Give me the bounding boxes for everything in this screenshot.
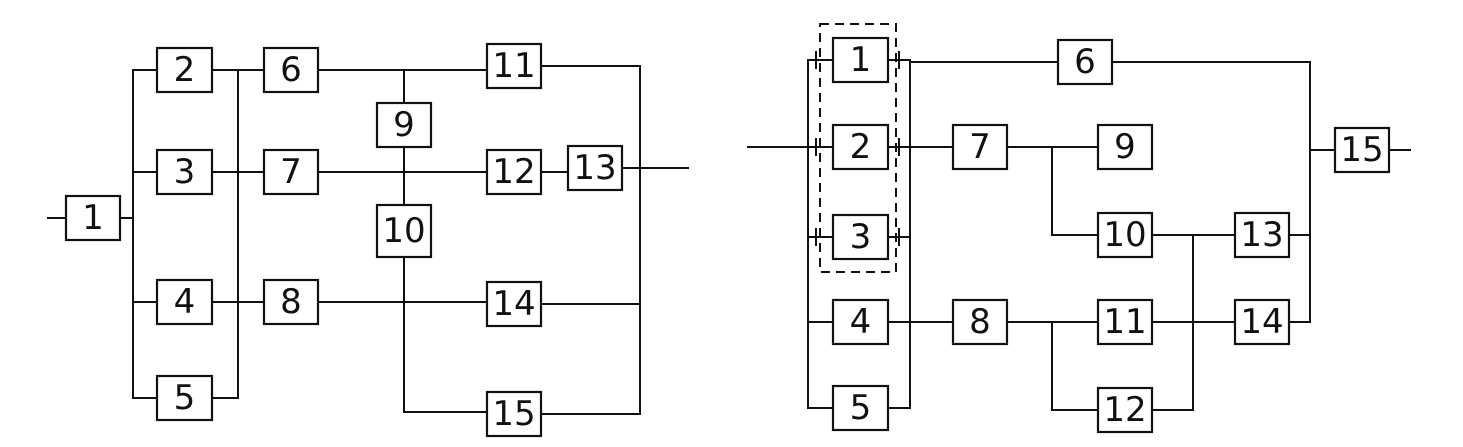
left-block-6: 6 (262, 46, 320, 94)
left-block-15-label: 15 (492, 394, 535, 434)
right-block-10-label: 10 (1103, 215, 1146, 255)
left-block-12: 12 (485, 148, 543, 196)
right-block-6: 6 (1056, 38, 1114, 86)
left-block-11: 11 (485, 42, 543, 90)
left-diagram: 1 2 3 4 5 6 7 8 9 10 11 12 13 14 15 (47, 42, 689, 438)
left-block-12-label: 12 (492, 152, 535, 192)
left-block-9: 9 (375, 101, 433, 149)
left-block-3: 3 (155, 148, 214, 196)
right-block-5-label: 5 (850, 388, 872, 428)
right-block-9: 9 (1096, 123, 1154, 171)
left-block-10: 10 (375, 203, 433, 259)
right-block-2: 2 (831, 123, 890, 171)
right-block-1-label: 1 (850, 40, 872, 80)
left-block-4-label: 4 (174, 282, 196, 322)
left-block-13: 13 (566, 144, 624, 192)
left-block-1: 1 (64, 194, 122, 242)
left-block-4: 4 (155, 278, 214, 326)
left-block-14: 14 (485, 280, 543, 328)
left-connection-lines (47, 65, 689, 415)
right-block-4: 4 (831, 298, 890, 346)
right-block-3-label: 3 (850, 217, 872, 257)
left-block-14-label: 14 (492, 284, 535, 324)
right-block-15: 15 (1333, 126, 1391, 174)
right-diagram: 1 2 3 4 5 6 7 8 9 10 11 12 13 14 15 (747, 23, 1411, 434)
left-block-2: 2 (155, 46, 214, 94)
left-block-6-label: 6 (280, 50, 302, 90)
right-block-2-label: 2 (850, 127, 872, 167)
left-block-8-label: 8 (280, 282, 302, 322)
right-block-8-label: 8 (969, 302, 991, 342)
left-block-13-label: 13 (573, 148, 616, 188)
right-block-12-label: 12 (1103, 390, 1146, 430)
right-block-14-label: 14 (1240, 302, 1283, 342)
left-block-10-label: 10 (382, 211, 425, 251)
right-connection-lines (747, 51, 1411, 411)
left-block-5: 5 (155, 374, 214, 422)
right-block-12: 12 (1096, 386, 1154, 434)
right-block-11-label: 11 (1103, 302, 1146, 342)
right-block-13: 13 (1233, 211, 1291, 259)
right-block-10: 10 (1096, 211, 1154, 259)
right-block-7: 7 (951, 123, 1009, 171)
dashed-group-1-2-3 (819, 23, 897, 273)
right-block-15-label: 15 (1340, 130, 1383, 170)
left-block-1-label: 1 (82, 198, 104, 238)
right-block-9-label: 9 (1114, 127, 1136, 167)
left-block-15: 15 (485, 390, 543, 438)
left-block-11-label: 11 (492, 46, 535, 86)
left-block-5-label: 5 (174, 378, 196, 418)
right-block-5: 5 (831, 384, 890, 432)
right-block-6-label: 6 (1074, 42, 1096, 82)
right-block-8: 8 (951, 298, 1009, 346)
left-block-2-label: 2 (174, 50, 196, 90)
right-block-13-label: 13 (1240, 215, 1283, 255)
right-block-1: 1 (831, 36, 890, 84)
left-block-7: 7 (262, 148, 320, 196)
right-block-11: 11 (1096, 298, 1154, 346)
left-block-9-label: 9 (393, 105, 415, 145)
left-block-7-label: 7 (280, 152, 302, 192)
right-block-4-label: 4 (850, 302, 872, 342)
right-block-14: 14 (1233, 298, 1291, 346)
right-block-3: 3 (831, 213, 890, 261)
right-block-7-label: 7 (969, 127, 991, 167)
left-block-3-label: 3 (174, 152, 196, 192)
left-block-8: 8 (262, 278, 320, 326)
